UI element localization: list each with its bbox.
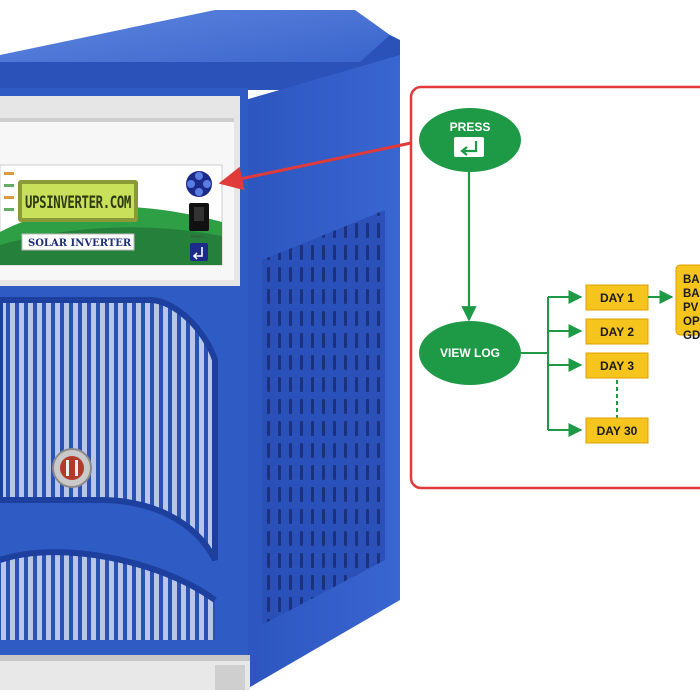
day-30-label: DAY 30: [597, 424, 638, 438]
lcd-text: UPSINVERTER.COM: [25, 193, 131, 213]
right-arrow-icon[interactable]: [203, 180, 211, 188]
up-arrow-icon[interactable]: [195, 172, 203, 180]
log-item-5: GD: [683, 330, 700, 342]
indicator-labels: [4, 172, 14, 211]
reset-label: RESET: [191, 234, 205, 239]
day-2-label: DAY 2: [600, 325, 634, 339]
day-30-box: DAY 30: [585, 417, 649, 444]
day-2-box: DAY 2: [585, 318, 649, 345]
log-item-4: OP: [683, 316, 700, 328]
day-3-label: DAY 3: [600, 359, 634, 373]
side-vent-grill: [262, 210, 385, 625]
ups-inverter-device: UPSINVERTER.COM SOLAR INVERTER RESET: [0, 10, 400, 690]
down-arrow-icon[interactable]: [195, 188, 203, 196]
day-1-box: DAY 1: [585, 284, 649, 311]
log-item-3: PV: [683, 302, 699, 314]
day-1-label: DAY 1: [600, 291, 634, 305]
view-log-node: [419, 321, 521, 385]
brand-label: SOLAR INVERTER: [28, 238, 132, 249]
view-log-label: VIEW LOG: [440, 346, 500, 360]
callout-frame: [409, 85, 700, 490]
press-label: PRESS: [450, 120, 491, 134]
enter-key-icon: [454, 137, 484, 157]
log-details-box: BA BA PV OP GD: [675, 264, 700, 342]
nav-button-cluster[interactable]: [186, 171, 212, 197]
enter-button[interactable]: [190, 243, 208, 261]
log-item-1: BA: [683, 274, 700, 286]
log-item-2: BA: [683, 288, 700, 300]
log-flow-diagram: PRESS VIEW LOG DAY 1 DAY 2 DAY: [409, 85, 700, 490]
brand-logo-icon: [52, 448, 92, 488]
left-arrow-icon[interactable]: [187, 180, 195, 188]
callout-arrow: [218, 141, 412, 191]
day-branch-connectors: [521, 290, 583, 437]
day-3-box: DAY 3: [585, 352, 649, 379]
enter-key-icon: [192, 247, 203, 260]
front-vent-grill: [0, 300, 215, 560]
